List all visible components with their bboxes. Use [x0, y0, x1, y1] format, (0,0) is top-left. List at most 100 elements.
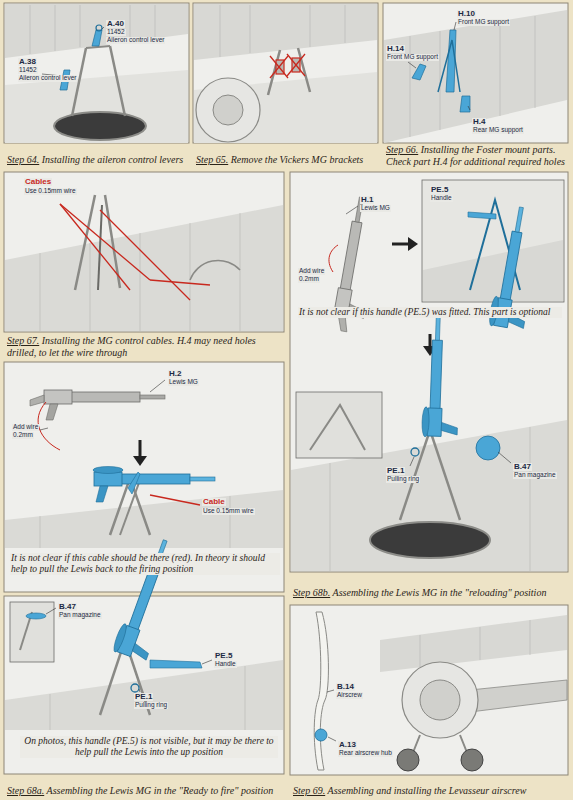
- step-65-picture-part: [220, 5, 221, 57]
- part-number: H.1: [360, 196, 374, 204]
- step-67-picture-part: [190, 261, 240, 280]
- step-66-picture-part: [460, 96, 470, 112]
- step-68b-picture-part: [330, 463, 331, 571]
- step-68b-picture-part: [411, 448, 419, 456]
- step-68a-picture-part: [131, 684, 139, 692]
- step-caption: Step 67. Installing the MG control cable…: [7, 335, 281, 358]
- step-number: Step 68b.: [293, 587, 330, 598]
- step-64-picture-part: [96, 25, 102, 31]
- step-67-picture-part: [40, 253, 41, 331]
- step-65-picture-part: [196, 78, 260, 142]
- step-66-picture-part: [535, 16, 536, 108]
- part-name: Rear MG support: [472, 127, 524, 134]
- step-68a-picture-part: [26, 613, 46, 619]
- step-description: Assembling the Lewis MG in the "reloadin…: [333, 587, 547, 598]
- step-caption: Step 66. Installing the Foster mount par…: [386, 144, 565, 167]
- step-panel: Step 68b. Assembling the Lewis MG in the…: [290, 172, 568, 600]
- step-description: Remove the Vickers MG brackets: [231, 154, 364, 165]
- step-64-picture-part: [72, 48, 86, 116]
- step-68a-picture-part: [4, 596, 284, 774]
- part-name: Handle: [430, 195, 453, 202]
- step-panel: Step 65. Remove the Vickers MG brackets: [193, 3, 378, 167]
- step-68a-picture-part: [133, 456, 147, 466]
- part-name: Add wire: [12, 424, 39, 431]
- step-caption: Step 65. Remove the Vickers MG brackets: [196, 154, 375, 166]
- step-66-picture-part: [454, 22, 456, 30]
- step-69-picture-part: [397, 749, 419, 771]
- step-68b-picture-part: [392, 243, 410, 246]
- step-68b-picture: [290, 172, 568, 572]
- note: It is not clear if this cable should be …: [10, 553, 280, 575]
- part-number: PE.5: [430, 186, 449, 194]
- step-69-picture: [290, 605, 568, 775]
- step-69-picture-part: [461, 749, 483, 771]
- step-68b-picture-part: [429, 334, 432, 348]
- step-description: Installing the MG control cables. H.4 ma…: [7, 335, 256, 358]
- step-panel: Step 68a. Assembling the Lewis MG in the…: [4, 362, 284, 798]
- step-description: Installing the aileron control levers: [42, 154, 183, 165]
- step-64-picture-part-part: [80, 5, 81, 47]
- step-66-picture: [383, 3, 568, 143]
- step-67-picture-part: [98, 205, 102, 290]
- step-68a-picture-part: [245, 666, 246, 730]
- step-67-picture-part: [190, 223, 191, 331]
- step-description: Assembling and installing the Levasseur …: [328, 785, 527, 796]
- step-panel: Step 66. Installing the Foster mount par…: [383, 3, 568, 169]
- step-64-picture-part: [30, 5, 155, 54]
- step-68b-picture-part: [410, 457, 414, 466]
- step-68a-picture-part: [10, 602, 54, 662]
- step-66-picture-part: [438, 40, 460, 92]
- step-66-picture-part: [410, 36, 411, 137]
- cable-label: Cable: [202, 498, 226, 506]
- part-number: B.47: [58, 603, 77, 611]
- step-65-picture-part: [213, 95, 243, 125]
- step-panel: Step 69. Assembling and installing the L…: [290, 605, 568, 798]
- step-69-picture-part: [380, 615, 567, 672]
- part-number: A.40: [106, 20, 125, 28]
- step-68b-picture-part: [530, 427, 531, 571]
- step-67-picture-part: [5, 205, 283, 331]
- step-69-picture-part: [402, 662, 478, 738]
- step-68a-picture-part: [40, 516, 41, 548]
- step-panel: Step 67. Installing the MG control cable…: [4, 172, 284, 360]
- note: On photos, this handle (PE.5) is not vis…: [20, 736, 278, 758]
- step-68b-picture-part: [400, 430, 460, 520]
- part-number: PE.1: [134, 693, 153, 701]
- step-67-picture-part: [140, 233, 141, 331]
- step-68a-picture-part: [30, 390, 165, 420]
- part-name: Pulling ring: [386, 476, 420, 483]
- part-number: H.2: [168, 370, 182, 378]
- step-65-picture-part: [194, 72, 377, 143]
- step-68a-picture-part: [202, 660, 212, 664]
- cable-label: Cables: [24, 178, 52, 186]
- part-number: A.38: [18, 58, 37, 66]
- step-65-picture: [193, 3, 378, 143]
- part-number: A.13: [338, 741, 357, 749]
- step-68b-picture-part: [422, 315, 462, 438]
- step-68a-picture-part: [46, 608, 56, 614]
- step-64-picture-part: [110, 46, 125, 116]
- part-name: 0.2mm: [12, 432, 34, 439]
- part-name: Pan magazine: [58, 612, 102, 619]
- step-68b-picture-part: [476, 436, 500, 460]
- step-69-picture-part: [470, 680, 567, 712]
- part-name: 0.2mm: [298, 276, 320, 283]
- part-name: Front MG support: [457, 19, 510, 26]
- part-name: Lewis MG: [168, 379, 199, 386]
- step-number: Step 64.: [7, 154, 39, 165]
- step-68b-picture-part: [423, 240, 563, 301]
- step-68b-picture-part: [296, 392, 382, 458]
- step-66-picture-part: [468, 106, 470, 110]
- step-68a-picture-part: [139, 440, 142, 458]
- step-68b-picture-part-part: [422, 315, 462, 438]
- part-number: H.14: [386, 45, 405, 53]
- step-68a-picture-part: [150, 495, 200, 505]
- step-67-picture-part: [4, 172, 284, 332]
- step-68a-picture-part: [38, 402, 60, 450]
- part-name: Handle: [214, 661, 237, 668]
- step-64-picture-part-part: [55, 5, 56, 51]
- step-68a-picture-part: [139, 689, 140, 692]
- part-number: PE.5: [214, 652, 233, 660]
